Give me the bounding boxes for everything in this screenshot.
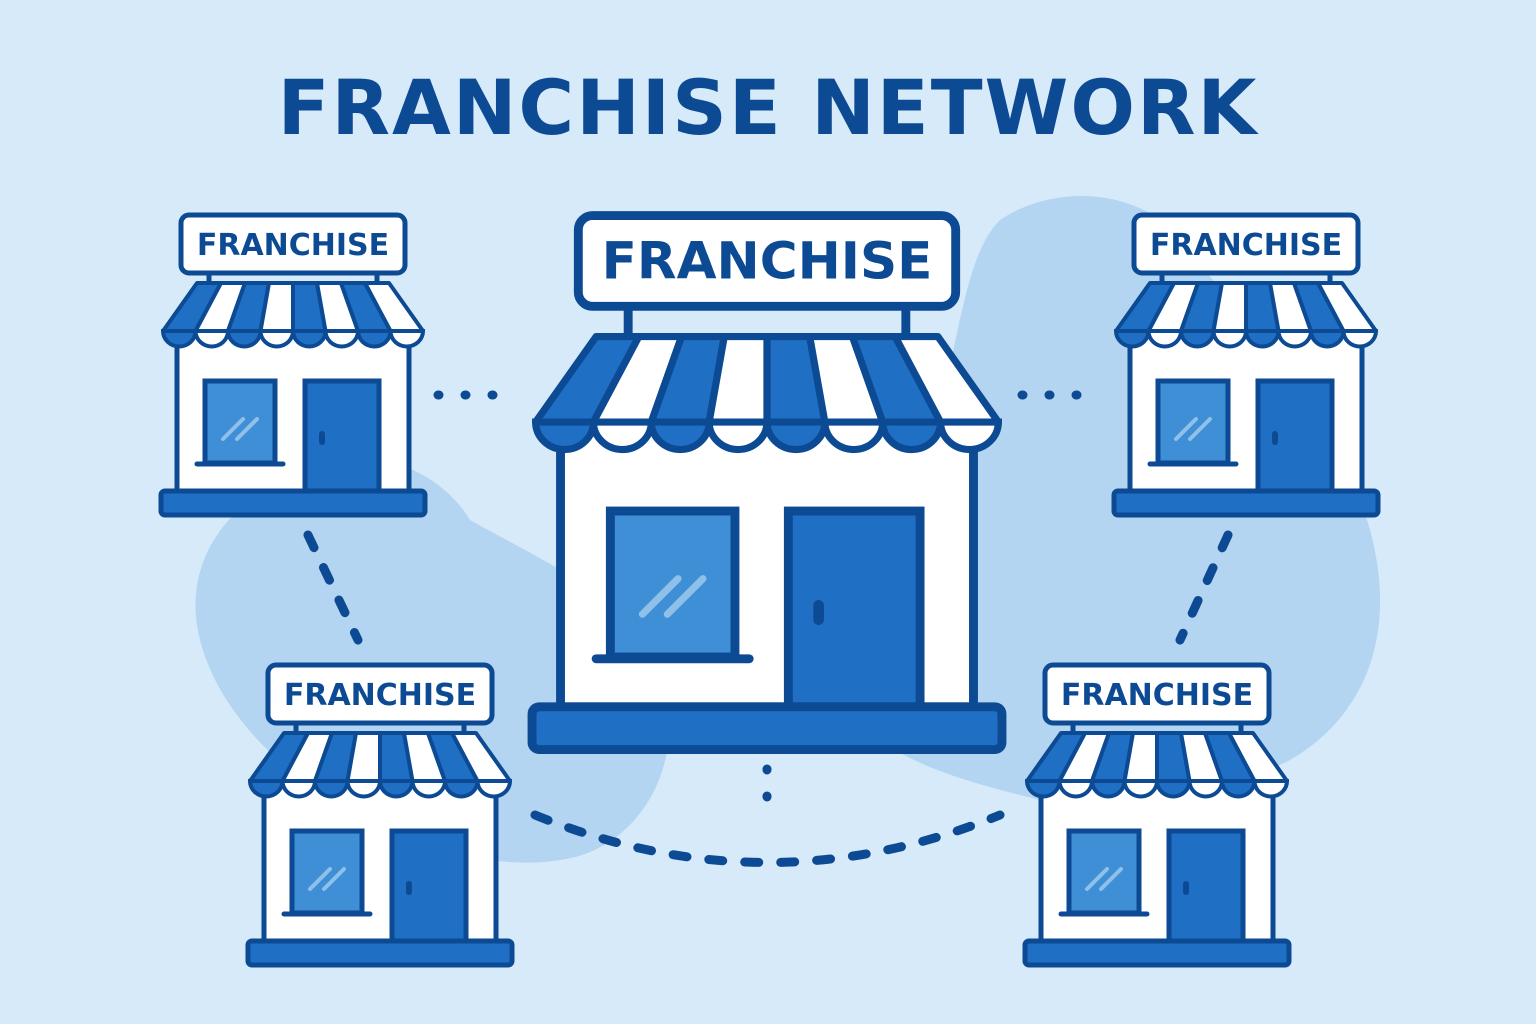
shop-door: [389, 828, 469, 944]
awning-scallop: [258, 329, 296, 349]
awning-scallop: [879, 418, 945, 454]
awning-scallop: [1122, 779, 1160, 799]
awning-scallop: [1057, 779, 1095, 799]
shop-door: [1166, 828, 1246, 944]
store-base: [158, 488, 428, 518]
stores-layer: FRANCHISE FRANCHISE FRANCHISE FRANCHISE FRAN…: [158, 211, 1381, 968]
door-handle: [813, 600, 824, 625]
awning-scallop: [225, 329, 263, 349]
window-glare: [638, 575, 682, 618]
sign-board: [265, 662, 495, 726]
franchise-store-top-right: FRANCHISE: [1111, 212, 1381, 518]
sign-board: [1131, 212, 1361, 276]
window-glare: [235, 417, 259, 441]
sign-board: [573, 211, 961, 311]
door-handle: [406, 881, 412, 895]
awning-scallop: [821, 418, 887, 454]
awning-scallop: [1089, 779, 1127, 799]
awning-scallop: [1341, 329, 1379, 349]
awning-scallop: [936, 418, 1002, 454]
awning-scallop: [312, 779, 350, 799]
hub-store: FRANCHISE: [527, 211, 1007, 755]
awning-scallop: [763, 418, 829, 454]
awning-scallop: [1178, 329, 1216, 349]
sign-label: FRANCHISE: [197, 228, 389, 263]
awning-scallop: [160, 329, 198, 349]
store-base: [1111, 488, 1381, 518]
window-glare: [1188, 417, 1212, 441]
awning: [160, 281, 426, 349]
awning-scallop: [442, 779, 480, 799]
sign-label: FRANCHISE: [602, 232, 933, 292]
connector-bottom-arc: [530, 810, 1005, 867]
window-glare: [308, 867, 332, 891]
window-glare: [1174, 417, 1198, 441]
window-glare: [1085, 867, 1109, 891]
awning: [1113, 281, 1379, 349]
store-base: [1022, 938, 1292, 968]
awning-scallop: [1187, 779, 1225, 799]
awning-scallop: [1252, 779, 1290, 799]
awning-scallop: [1308, 329, 1346, 349]
sign-label: FRANCHISE: [1061, 678, 1253, 713]
awning-scallop: [705, 418, 771, 454]
awning: [247, 731, 513, 799]
shop-door: [1255, 378, 1335, 494]
diagram-title: FRANCHISE NETWORK: [277, 63, 1259, 152]
awning-scallop: [280, 779, 318, 799]
franchise-store-bottom-right: FRANCHISE: [1022, 662, 1292, 968]
sign-label: FRANCHISE: [1150, 228, 1342, 263]
awning-scallop: [475, 779, 513, 799]
awning-scallop: [1154, 779, 1192, 799]
awning-scallop: [1024, 779, 1062, 799]
store-base: [245, 938, 515, 968]
sign-board: [178, 212, 408, 276]
shop-door: [302, 378, 382, 494]
franchise-store-top-left: FRANCHISE: [158, 212, 428, 518]
awning: [1024, 731, 1290, 799]
awning-scallop: [377, 779, 415, 799]
door-handle: [1272, 431, 1278, 445]
window-glare: [663, 575, 707, 618]
window-glare: [221, 417, 245, 441]
awning-scallop: [345, 779, 383, 799]
awning-scallop: [410, 779, 448, 799]
awning-scallop: [323, 329, 361, 349]
sign-label: FRANCHISE: [284, 678, 476, 713]
awning-scallop: [247, 779, 285, 799]
awning-scallop: [1276, 329, 1314, 349]
awning-scallop: [355, 329, 393, 349]
shop-door: [783, 506, 925, 712]
awning: [532, 333, 1002, 454]
door-handle: [319, 431, 325, 445]
window-glare: [1099, 867, 1123, 891]
awning-scallop: [1113, 329, 1151, 349]
connectors: [303, 390, 1233, 867]
door-handle: [1183, 881, 1189, 895]
franchise-store-bottom-left: FRANCHISE: [245, 662, 515, 968]
awning-scallop: [589, 418, 655, 454]
window-glare: [322, 867, 346, 891]
awning-scallop: [193, 329, 231, 349]
awning-scallop: [388, 329, 426, 349]
awning-scallop: [1219, 779, 1257, 799]
awning-scallop: [1243, 329, 1281, 349]
awning-scallop: [1211, 329, 1249, 349]
awning-scallop: [290, 329, 328, 349]
awning-scallop: [1146, 329, 1184, 349]
awning-scallop: [647, 418, 713, 454]
awning-scallop: [532, 418, 598, 454]
sign-board: [1042, 662, 1272, 726]
store-base: [527, 702, 1007, 755]
